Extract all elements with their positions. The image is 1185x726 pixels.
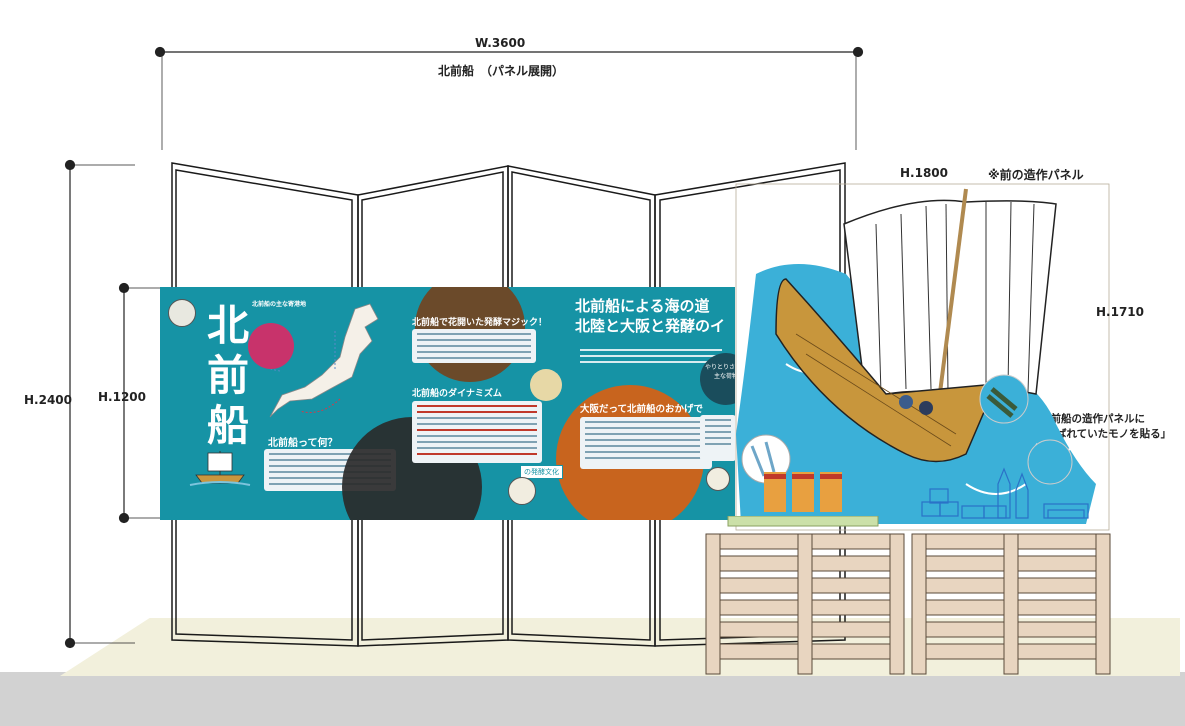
ship-height-label: H.1710 (1096, 305, 1144, 319)
headline-text (575, 345, 727, 369)
goods-note-line1: 北前船の造作パネルに (1040, 413, 1145, 425)
goods-circle-empty (1027, 439, 1073, 485)
total-width-label: W.3600 (475, 36, 526, 50)
ship-width-label: H.1800 (900, 166, 948, 180)
goods-pink-circle (248, 323, 294, 369)
section2-text (412, 401, 542, 463)
panel-main-title: 北前船 (206, 301, 249, 450)
ship-illustration-small (189, 451, 251, 486)
mascot-right-icon (706, 467, 730, 491)
mascot-icon (168, 299, 196, 327)
question-heading: 北前船って何？ (268, 438, 338, 449)
section3-heading: 大阪だって北前船のおかげで (580, 404, 704, 415)
panel-height-label: H.1200 (98, 390, 146, 404)
mast (934, 188, 968, 425)
goods-boxes (921, 467, 1089, 519)
panel-title-label: 北前船 （パネル展開） (438, 64, 565, 78)
floor (0, 672, 1185, 726)
ship-front-panel (736, 188, 1096, 524)
headline-line2: 北陸と大阪と発酵のイ (575, 317, 726, 335)
book-stack (727, 516, 879, 527)
mascot-sumo-icon (508, 477, 536, 505)
map-caption: 北前船の主な寄港地 (252, 301, 307, 308)
front-panel-note: ※前の造作パネル (988, 168, 1084, 182)
food-illustration (530, 369, 562, 401)
goods-circle: やりとりされた 主な荷物 (700, 353, 735, 405)
goods-title: やりとりされた 主な荷物 (704, 364, 735, 380)
goods-text (700, 415, 735, 461)
section1-heading: 北前船で花開いた発酵マジック！ (412, 318, 548, 328)
exhibition-panel: 北前船 北前船の主な寄港地 北前船って何？ 北前船で花開いた発酵マジック！ 北前… (160, 287, 735, 520)
section3-text (580, 417, 712, 469)
headline-line1: 北前船による海の道 (575, 297, 710, 315)
goods-note-line2: 「運ばれていたモノを貼る」 (1035, 428, 1172, 440)
section2-heading: 北前船のダイナミズム (412, 389, 502, 399)
section1-text (412, 329, 536, 363)
fermentation-stamp: の発酵文化 (520, 465, 563, 479)
total-height-label: H.2400 (24, 393, 72, 407)
book-1 (764, 472, 786, 512)
book-3 (820, 472, 842, 512)
ship-hull (775, 278, 998, 463)
book-2 (792, 472, 814, 512)
pallets (705, 516, 1111, 675)
